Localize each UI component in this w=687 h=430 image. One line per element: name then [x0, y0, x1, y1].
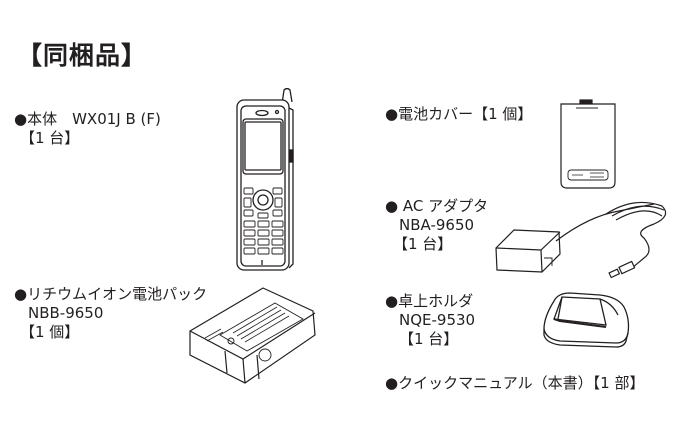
- item-battery-cover: ●電池カバー【1 個】: [385, 105, 532, 124]
- battery-pack-illustration: [185, 283, 325, 388]
- item-qty: 【1 台】: [20, 129, 80, 147]
- item-qty: 【1 台】: [399, 330, 459, 348]
- desktop-holder-illustration: [540, 289, 635, 351]
- ac-adapter-illustration: [494, 196, 669, 281]
- item-name: ●本体 WX01J B (F): [14, 110, 161, 128]
- item-battery-pack: ●リチウムイオン電池パック NBB-9650 【1 個】: [14, 285, 207, 342]
- item-qty: 【1 個】: [20, 323, 80, 341]
- battery-cover-illustration: [558, 98, 618, 190]
- item-model: NBB-9650: [28, 304, 104, 322]
- item-handset: ●本体 WX01J B (F) 【1 台】: [14, 110, 161, 148]
- item-desktop-holder: ●卓上ホルダ NQE-9530 【1 台】: [385, 292, 475, 349]
- item-name: ● AC アダプタ: [385, 197, 489, 215]
- item-model: NQE-9530: [399, 311, 476, 329]
- handset-illustration: [232, 88, 297, 273]
- item-name: ●電池カバー【1 個】: [385, 105, 533, 123]
- item-quick-manual: ●クイックマニュアル（本書）【1 部】: [385, 374, 644, 393]
- page-title: 【同梱品】: [17, 41, 148, 70]
- item-name: ●卓上ホルダ: [385, 292, 474, 310]
- item-qty: 【1 台】: [393, 235, 453, 253]
- item-ac-adapter: ● AC アダプタ NBA-9650 【1 台】: [385, 197, 488, 254]
- item-model: NBA-9650: [399, 216, 475, 234]
- item-name: ●リチウムイオン電池パック: [14, 285, 208, 303]
- item-name: ●クイックマニュアル（本書）【1 部】: [385, 374, 645, 392]
